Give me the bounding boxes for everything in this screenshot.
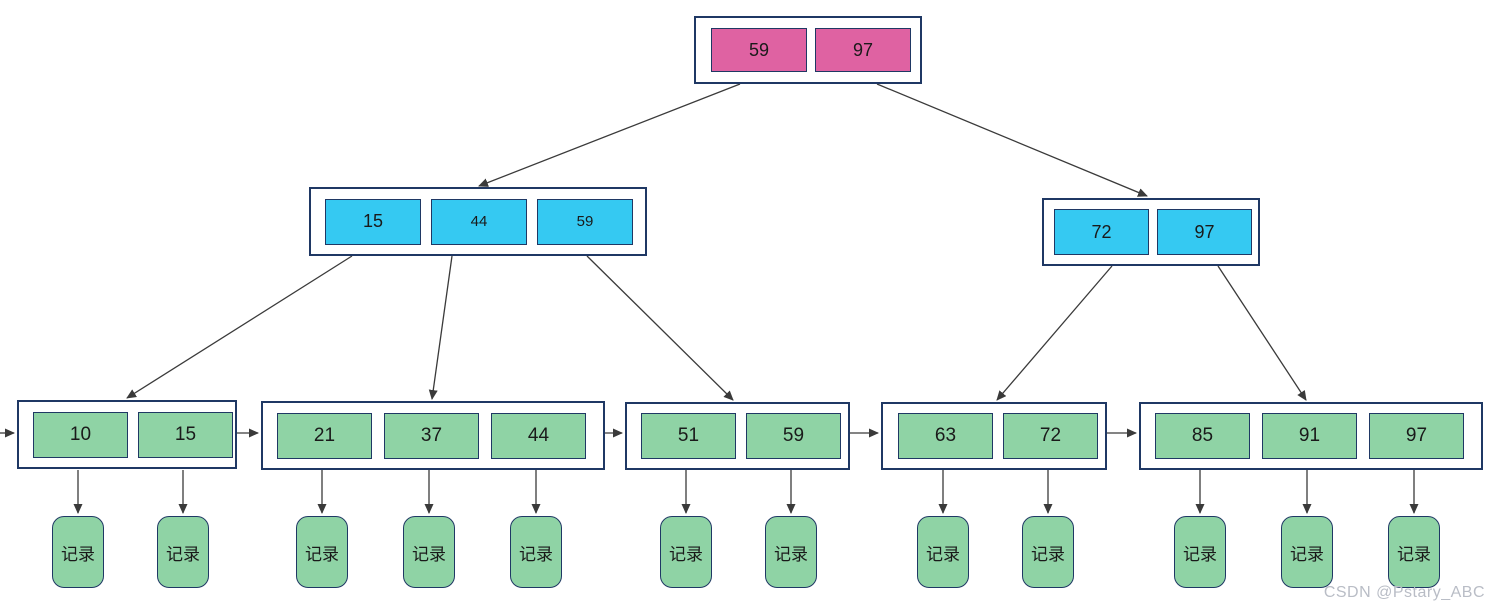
edge-int1-leaf1 [126,255,353,399]
record-box: 记录 [765,516,817,588]
tree-node-root: 59 97 [694,16,922,84]
edge-int2-leaf5 [1217,265,1307,401]
key-cell: 59 [746,413,841,459]
record-box: 记录 [1281,516,1333,588]
tree-node-leaf-5: 85 91 97 [1139,402,1483,470]
edge-int2-leaf4 [996,265,1113,401]
record-box: 记录 [1174,516,1226,588]
key-cell: 97 [815,28,911,72]
tree-node-leaf-4: 63 72 [881,402,1107,470]
key-cell: 10 [33,411,128,458]
key-cell: 59 [711,28,807,72]
edge-int1-leaf3 [586,255,734,401]
edge-int1-leaf2 [428,255,453,400]
key-cell: 72 [1003,413,1098,459]
watermark: CSDN @Pstary_ABC [1323,584,1485,601]
key-cell: 44 [431,198,527,245]
record-box: 记录 [1022,516,1074,588]
record-box: 记录 [296,516,348,588]
key-cell: 15 [325,198,421,245]
tree-node-leaf-3: 51 59 [625,402,850,470]
tree-node-internal-2: 72 97 [1042,198,1260,266]
key-cell: 44 [491,412,586,459]
key-cell: 63 [898,413,993,459]
key-cell: 97 [1369,413,1464,459]
key-cell: 59 [537,198,633,245]
record-box: 记录 [660,516,712,588]
record-box: 记录 [510,516,562,588]
tree-node-leaf-2: 21 37 44 [261,401,605,470]
record-box: 记录 [917,516,969,588]
key-cell: 15 [138,411,233,458]
record-box: 记录 [1388,516,1440,588]
record-box: 记录 [52,516,104,588]
key-cell: 51 [641,413,736,459]
tree-node-leaf-1: 10 15 [17,400,237,469]
record-box: 记录 [403,516,455,588]
key-cell: 91 [1262,413,1357,459]
key-cell: 37 [384,412,479,459]
tree-node-internal-1: 15 44 59 [309,187,647,256]
edge-root-int2 [876,83,1148,197]
record-box: 记录 [157,516,209,588]
key-cell: 85 [1155,413,1250,459]
key-cell: 72 [1054,209,1149,255]
key-cell: 97 [1157,209,1252,255]
edge-root-int1 [478,83,741,187]
key-cell: 21 [277,412,372,459]
